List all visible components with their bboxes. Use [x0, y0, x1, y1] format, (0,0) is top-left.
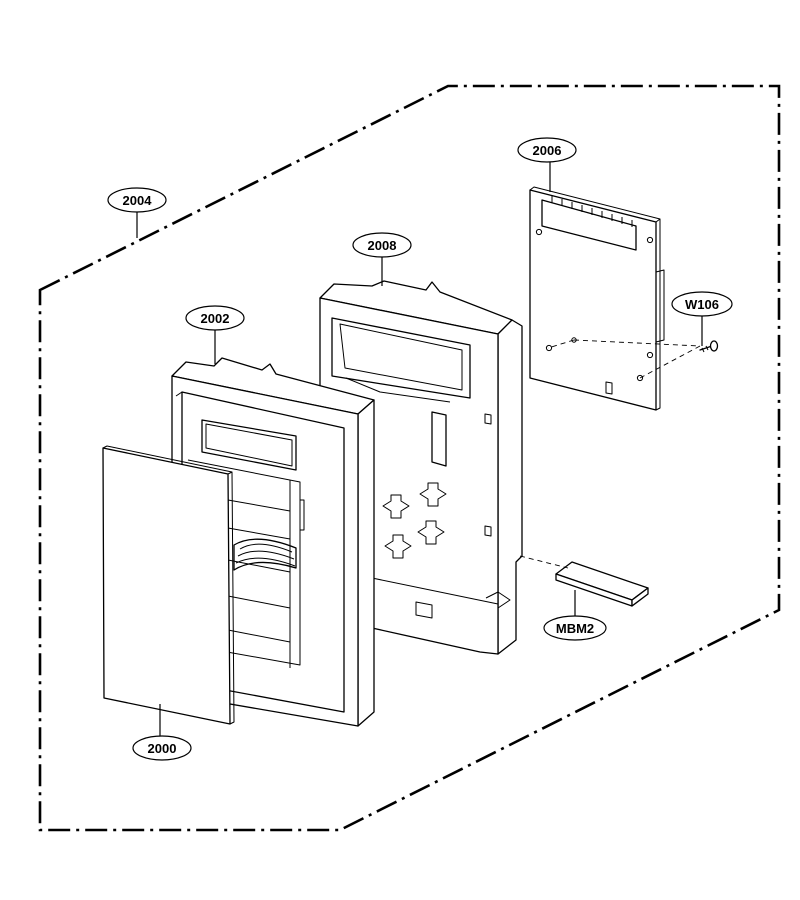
part-2006-pcb: [529, 186, 701, 411]
assembly-boundary: [38, 84, 781, 832]
callout-w106: W106: [671, 291, 733, 317]
part-2000-panel: [102, 445, 235, 725]
callout-2006-label: 2006: [533, 143, 562, 158]
part-w106-screw: [699, 340, 719, 353]
callout-2002: 2002: [185, 305, 245, 331]
callout-w106-label: W106: [685, 297, 719, 312]
callout-2008-label: 2008: [368, 238, 397, 253]
callout-2006: 2006: [517, 137, 577, 163]
callout-2000: 2000: [132, 735, 192, 761]
callout-2000-label: 2000: [148, 741, 177, 756]
callout-mbm2: MBM2: [543, 615, 607, 641]
callout-2004: 2004: [107, 187, 167, 213]
callout-2002-label: 2002: [201, 311, 230, 326]
leader-lines: [136, 162, 703, 736]
callout-2004-label: 2004: [123, 193, 153, 208]
part-mbm2-module: [519, 555, 649, 607]
callout-2008: 2008: [352, 232, 412, 258]
callout-mbm2-label: MBM2: [556, 621, 594, 636]
